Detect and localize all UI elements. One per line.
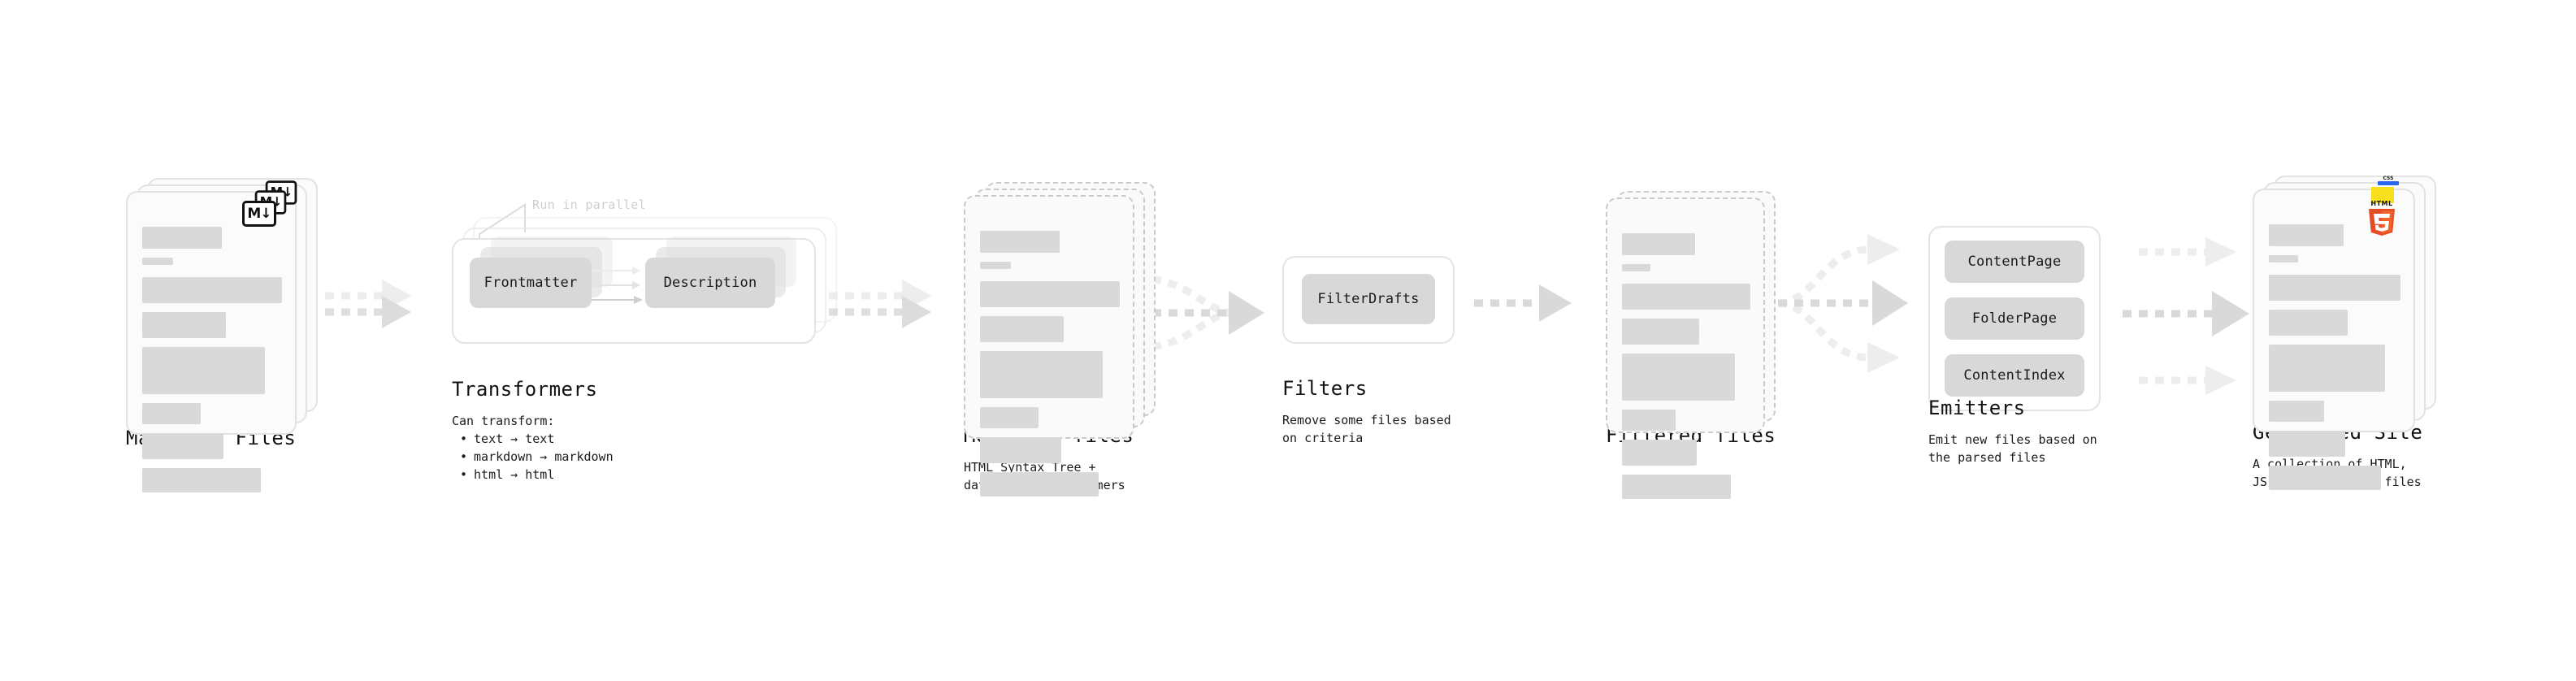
transformers-group-stack: Frontmatter Description [452, 217, 837, 344]
js-icon [2371, 187, 2394, 203]
modified-files-subtitle-line-1: HTML Syntax Tree + [964, 460, 1096, 475]
html5-icon: HTML [2366, 198, 2398, 236]
arrow-emitters-to-site [2121, 229, 2267, 408]
transformers-title: Transformers [452, 378, 598, 401]
transformer-internal-arrows [592, 266, 652, 318]
site-skeleton-lines [2269, 224, 2400, 490]
markdown-icon: M↓ [242, 201, 276, 227]
filtered-skeleton-lines [1622, 233, 1750, 499]
modified-files-card-stack [964, 182, 1156, 497]
emitters-group: ContentPage FolderPage ContentIndex [1928, 226, 2101, 411]
emitters-subtitle-line-2: the parsed files [1928, 450, 2046, 465]
generated-site-card-stack: CSS HTML [2253, 176, 2436, 490]
arrow-filters-to-filtered [1472, 283, 1578, 323]
filter-chip-filterdrafts[interactable]: FilterDrafts [1302, 274, 1435, 324]
filters-subtitle-line-2: on criteria [1282, 431, 1364, 445]
css-icon: CSS [2378, 176, 2399, 185]
emitters-subtitle-line-1: Emit new files based on [1928, 432, 2097, 447]
run-in-parallel-label: Run in parallel [532, 197, 646, 212]
arrow-transformers-to-modified [827, 278, 941, 335]
filters-subtitle: Remove some files based on criteria [1282, 411, 1451, 447]
emitter-chip-contentindex[interactable]: ContentIndex [1945, 354, 2084, 397]
transformers-bullet-html: html → html [460, 466, 614, 484]
transformers-bullet-list: text → text markdown → markdown html → h… [452, 430, 614, 484]
svg-text:HTML: HTML [2370, 200, 2392, 207]
filters-caption: Filters Remove some files based on crite… [1282, 377, 1451, 447]
arrow-filtered-to-emitters-fanout [1772, 232, 1926, 374]
transformers-caption: Transformers Can transform: text → text … [452, 378, 614, 484]
modified-skeleton-lines [980, 231, 1120, 497]
emitters-caption: Emitters Emit new files based on the par… [1928, 397, 2097, 466]
filters-subtitle-line-1: Remove some files based [1282, 413, 1451, 427]
emitters-title: Emitters [1928, 397, 2026, 419]
markdown-files-card-stack: M↓ M↓ M↓ [126, 178, 318, 492]
css-icon-label: CSS [2383, 176, 2394, 181]
emitters-subtitle: Emit new files based on the parsed files [1928, 431, 2097, 466]
emitter-chip-folderpage[interactable]: FolderPage [1945, 297, 2084, 340]
document-skeleton-lines [142, 227, 282, 492]
emitter-chip-contentpage[interactable]: ContentPage [1945, 241, 2084, 283]
transformer-chip-frontmatter[interactable]: Frontmatter [470, 258, 592, 308]
transformers-subtitle-heading: Can transform: [452, 414, 555, 428]
transformers-subtitle: Can transform: text → text markdown → ma… [452, 412, 614, 484]
filters-title: Filters [1282, 377, 1368, 400]
transformer-chip-description[interactable]: Description [645, 258, 775, 308]
filters-group: FilterDrafts [1282, 256, 1455, 344]
transformers-bullet-text: text → text [460, 430, 614, 448]
filtered-files-card-stack [1606, 190, 1776, 499]
transformers-bullet-markdown: markdown → markdown [460, 448, 614, 466]
arrow-markdown-to-transformers [307, 278, 421, 335]
